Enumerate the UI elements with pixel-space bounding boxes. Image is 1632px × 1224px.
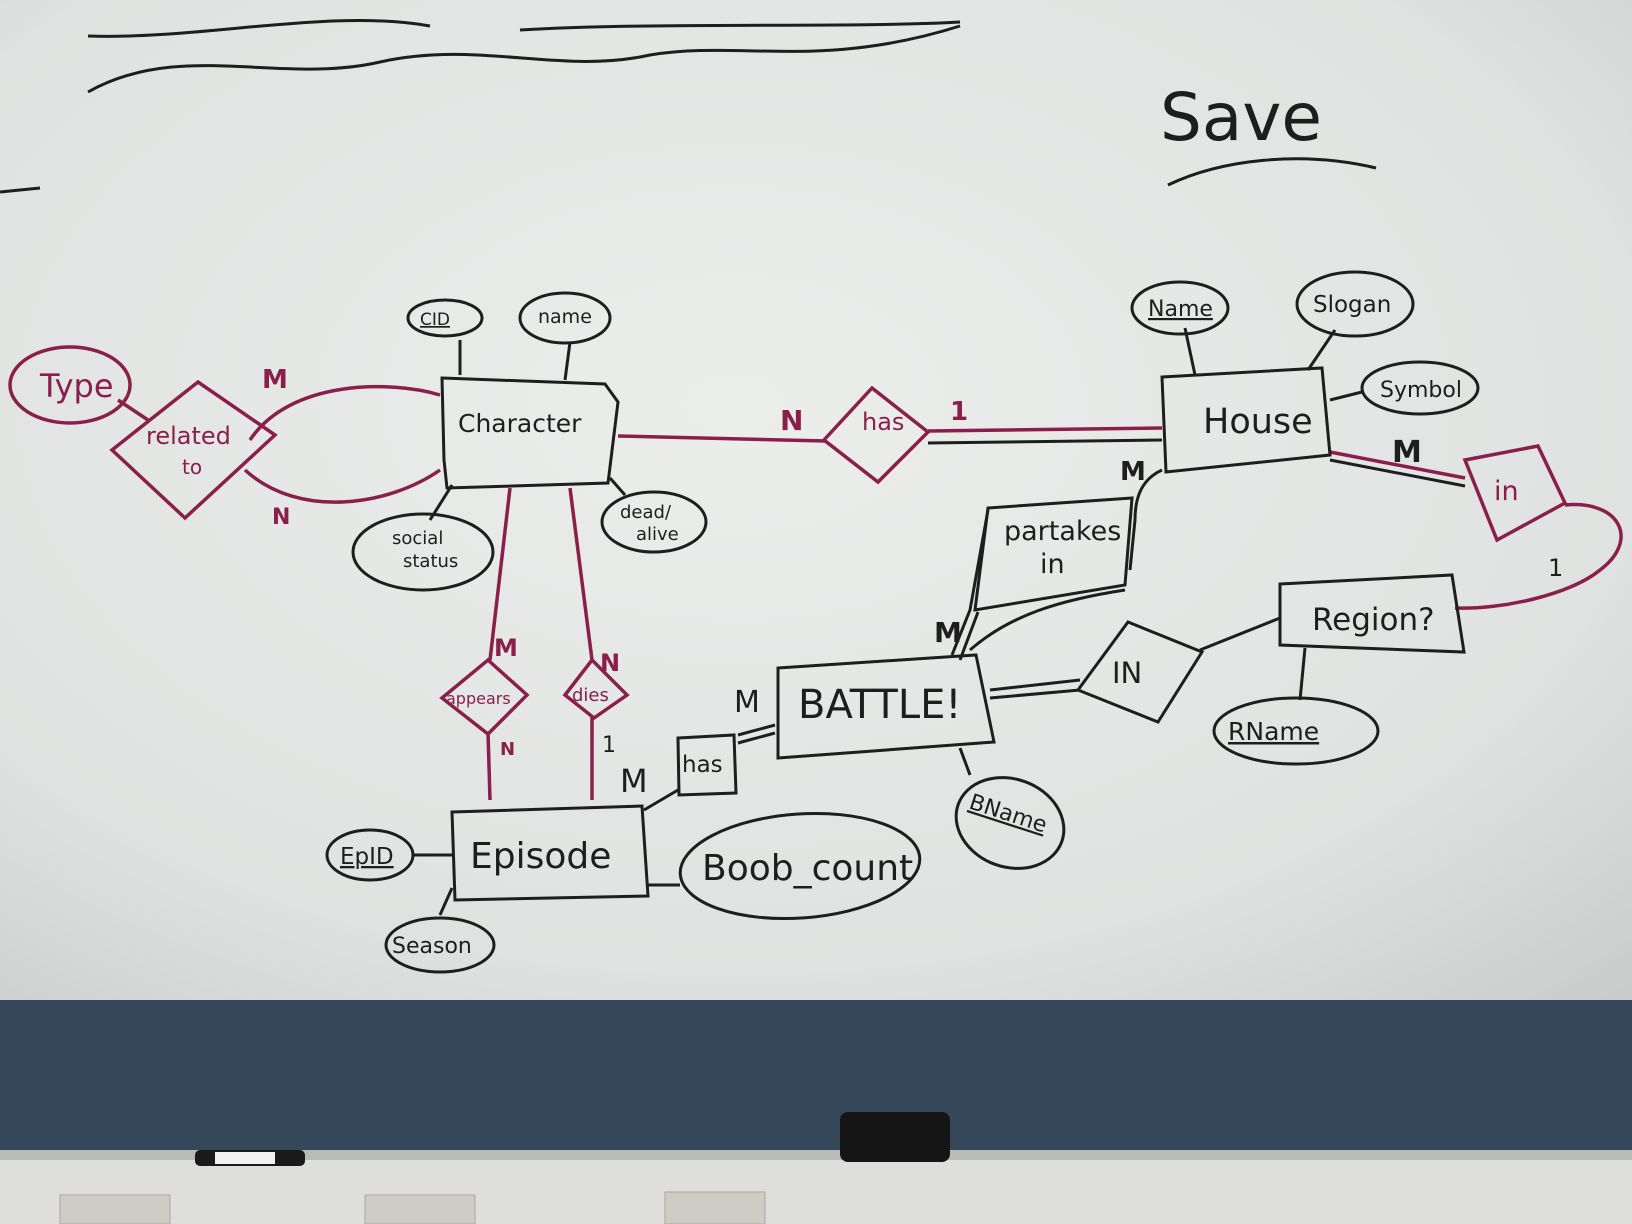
attribute-social-status-label-1: social: [392, 528, 443, 549]
in-battle-label: IN: [1112, 656, 1142, 690]
relationship-dies: dies: [562, 657, 630, 721]
appears-label: appears: [446, 689, 511, 708]
entity-region: Region?: [1278, 573, 1466, 654]
cardinality-battle-has: M: [734, 685, 760, 720]
entity-character-label: Character: [458, 409, 582, 438]
attribute-social-status: social status: [351, 512, 495, 592]
entity-character: Character: [440, 376, 620, 490]
relationship-in-house-region: in: [1462, 444, 1568, 543]
cardinality-dies-character: N: [600, 649, 620, 677]
entity-battle-label: BATTLE!: [798, 682, 961, 728]
attribute-symbol-label: Symbol: [1380, 378, 1462, 403]
attribute-rname-label: RName: [1228, 717, 1319, 746]
marker-pen: [195, 1150, 305, 1166]
entity-episode-label: Episode: [470, 836, 611, 877]
attribute-name-character-label: name: [538, 306, 592, 328]
attribute-social-status-label-2: status: [403, 551, 458, 572]
has-episode-battle-label: has: [682, 752, 723, 778]
save-underline: [1167, 157, 1377, 187]
attribute-boob-count: Boob_count: [678, 811, 922, 921]
attribute-dead-alive-label-1: dead/: [620, 502, 672, 523]
attribute-type-label: Type: [39, 367, 114, 405]
dies-label: dies: [572, 685, 609, 706]
attribute-symbol: Symbol: [1360, 360, 1480, 416]
tray-shadow: [0, 1150, 1632, 1160]
related-to-label-1: related: [146, 422, 231, 450]
wall-stripe: [0, 1000, 1632, 1160]
relationship-partakes-in: partakes in: [973, 496, 1134, 612]
connectors-red: [117, 384, 1623, 801]
entity-battle: BATTLE!: [776, 653, 996, 760]
cardinality-character-has: N: [780, 404, 803, 437]
attribute-epid: EpID: [325, 828, 415, 882]
header-underline: [87, 24, 961, 94]
cardinality-house-has: 1: [950, 397, 968, 427]
cardinality-house-in: M: [1392, 435, 1422, 470]
in-label: in: [1494, 476, 1519, 507]
partakes-in-label-1: partakes: [1004, 516, 1121, 547]
left-edge-mark: [0, 186, 41, 194]
attribute-epid-label: EpID: [340, 844, 394, 870]
cardinality-labels: M N N 1 M 1 M M M N N 1 M M: [262, 365, 1563, 800]
cardinality-dies-episode: 1: [602, 733, 616, 758]
attribute-name-character: name: [518, 291, 612, 345]
entity-house: House: [1160, 366, 1332, 474]
save-heading: Save: [1160, 79, 1322, 156]
attribute-season-label: Season: [392, 934, 472, 959]
cardinality-appears-episode: N: [500, 739, 515, 760]
cardinality-appears-character: M: [494, 634, 518, 662]
attribute-name-house-label: Name: [1148, 297, 1213, 322]
outlet-plate: [364, 1194, 476, 1224]
header-area: [0, 18, 1377, 194]
attribute-slogan-label: Slogan: [1313, 292, 1391, 318]
cardinality-related-top: M: [262, 365, 288, 395]
connectors-black: [412, 327, 1466, 916]
relationship-related-to: related to: [109, 379, 278, 521]
attribute-cid-label: CID: [420, 310, 450, 330]
attribute-cid: CID: [406, 298, 484, 338]
attribute-type: Type: [8, 345, 132, 425]
whiteboard: [0, 0, 1632, 1010]
cardinality-region-in: 1: [1548, 554, 1563, 582]
cardinality-house-partakes: M: [1120, 457, 1146, 487]
partakes-in-label-2: in: [1040, 549, 1065, 580]
has-label: has: [862, 408, 904, 436]
eraser: [840, 1112, 950, 1162]
attribute-slogan: Slogan: [1295, 270, 1415, 338]
attribute-name-house: Name: [1130, 280, 1230, 336]
attribute-dead-alive: dead/ alive: [600, 490, 708, 554]
relationship-has-episode-battle: has: [676, 733, 738, 797]
attribute-dead-alive-label-2: alive: [636, 524, 679, 545]
relationship-in-battle-region: IN: [1075, 620, 1205, 724]
cardinality-battle-partakes: M: [934, 616, 962, 649]
cardinality-related-bottom: N: [272, 505, 290, 530]
attribute-season: Season: [384, 916, 496, 974]
outlet-plate: [59, 1194, 171, 1224]
attribute-rname: RName: [1212, 696, 1380, 766]
relationship-appears: appears: [439, 657, 530, 737]
relationship-has-character-house: has: [821, 385, 931, 485]
related-to-label-2: to: [182, 455, 202, 479]
cardinality-episode-has: M: [620, 762, 648, 800]
entity-episode: Episode: [450, 804, 650, 902]
outlet-plate: [664, 1191, 766, 1224]
attribute-boob-count-label: Boob_count: [702, 848, 913, 889]
entity-region-label: Region?: [1312, 602, 1435, 638]
entity-house-label: House: [1203, 402, 1313, 442]
